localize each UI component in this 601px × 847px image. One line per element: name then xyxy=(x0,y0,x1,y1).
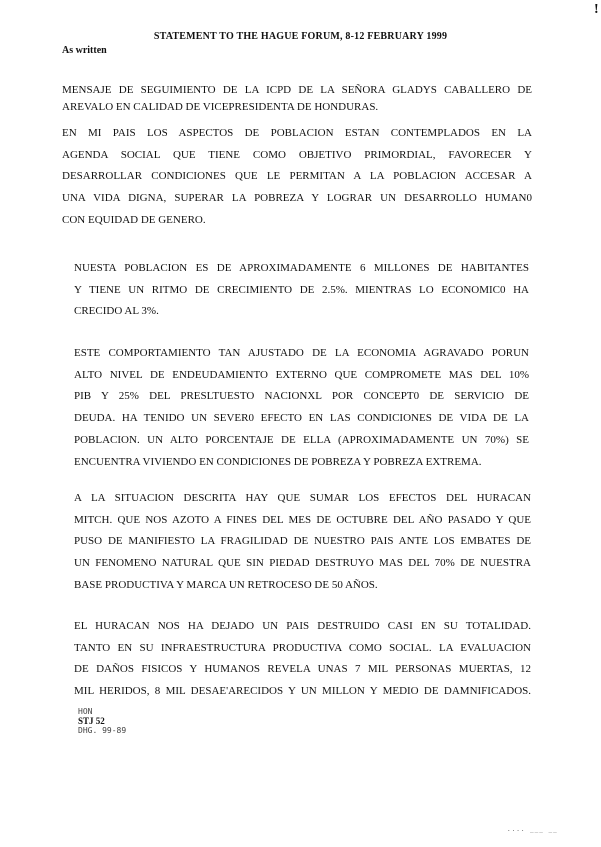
paragraph-line: PUSO DE MANIFIESTO LA FRAGILIDAD DE NUES… xyxy=(74,535,531,548)
paragraph-line: DE DAÑOS FISICOS Y HUMANOS REVELA UNAS 7… xyxy=(74,663,531,676)
paragraph-6: EL HURACAN NOS HA DEJADO UN PAIS DESTRUI… xyxy=(74,616,531,703)
paragraph-line: ESTE COMPORTAMIENTO TAN AJUSTADO DE LA E… xyxy=(74,347,529,359)
paragraph-line: Y TIENE UN RITMO DE CRECIMIENTO DE 2.5%.… xyxy=(74,283,529,296)
corner-mark: ! xyxy=(594,2,599,17)
paragraph-line: CON EQUIDAD DE GENERO. xyxy=(62,213,206,226)
paragraph-line: MITCH. QUE NOS AZOTO A FINES DEL MES DE … xyxy=(74,513,531,526)
paragraph-line: BASE PRODUCTIVA Y MARCA UN RETROCESO DE … xyxy=(74,578,378,591)
archive-code-country: HON xyxy=(78,707,93,716)
paragraph-line: ALTO NIVEL DE ENDEUDAMIENTO EXTERNO QUE … xyxy=(74,368,529,381)
paragraph-line: MENSAJE DE SEGUIMIENTO DE LA ICPD DE LA … xyxy=(62,84,532,96)
paragraph-line: UN FENOMENO NATURAL QUE SIN PIEDAD DESTR… xyxy=(74,557,531,570)
paragraph-1: MENSAJE DE SEGUIMIENTO DE LA ICPD DE LA … xyxy=(62,82,532,116)
paragraph-line: UNA VIDA DIGNA, SUPERAR LA POBREZA Y LOG… xyxy=(62,192,532,205)
paragraph-line: MIL HERIDOS, 8 MIL DESAE'ARECIDOS Y UN M… xyxy=(74,685,531,698)
page-stamp: .... ___ __ xyxy=(507,826,558,833)
paragraph-line: EN MI PAIS LOS ASPECTOS DE POBLACION EST… xyxy=(62,127,532,139)
paragraph-line: PIB Y 25% DEL PRESLTUESTO NACIONXL POR C… xyxy=(74,390,529,403)
paragraph-line: CRECIDO AL 3%. xyxy=(74,305,159,318)
paragraph-4: ESTE COMPORTAMIENTO TAN AJUSTADO DE LA E… xyxy=(74,343,529,473)
archive-code: HON STJ 52 DHG. 99-89 xyxy=(78,707,126,736)
paragraph-line: TANTO EN SU INFRAESTRUCTURA PRODUCTIVA C… xyxy=(74,641,531,654)
paragraph-line: AGENDA SOCIAL QUE TIENE COMO OBJETIVO PR… xyxy=(62,148,532,161)
document-title: STATEMENT TO THE HAGUE FORUM, 8-12 FEBRU… xyxy=(153,31,448,42)
paragraph-line: NUESTA POBLACION ES DE APROXIMADAMENTE 6… xyxy=(74,262,529,274)
paragraph-line: DESARROLLAR CONDICIONES QUE LE PERMITAN … xyxy=(62,170,532,183)
archive-code-ref: STJ 52 xyxy=(78,715,105,726)
paragraph-line: A LA SITUACION DESCRITA HAY QUE SUMAR LO… xyxy=(74,492,531,504)
paragraph-3: NUESTA POBLACION ES DE APROXIMADAMENTE 6… xyxy=(74,258,529,323)
paragraph-2: EN MI PAIS LOS ASPECTOS DE POBLACION EST… xyxy=(62,123,532,232)
as-written-label: As written xyxy=(62,45,107,56)
paragraph-5: A LA SITUACION DESCRITA HAY QUE SUMAR LO… xyxy=(74,488,531,597)
paragraph-line: POBLACION. UN ALTO PORCENTAJE DE ELLA (A… xyxy=(74,433,529,446)
archive-code-number: DHG. 99-89 xyxy=(78,726,127,735)
paragraph-line: ENCUENTRA VIVIENDO EN CONDICIONES DE POB… xyxy=(74,455,482,468)
paragraph-line: EL HURACAN NOS HA DEJADO UN PAIS DESTRUI… xyxy=(74,620,531,632)
paragraph-line: DEUDA. HA TENIDO UN SEVER0 EFECTO EN LAS… xyxy=(74,412,529,425)
paragraph-line: AREVALO EN CALIDAD DE VICEPRESIDENTA DE … xyxy=(62,101,379,113)
